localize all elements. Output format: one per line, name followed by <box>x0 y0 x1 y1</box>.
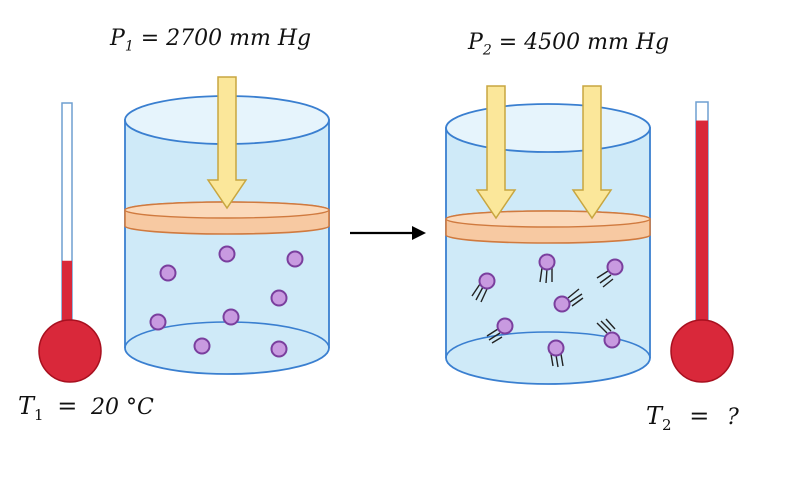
molecule <box>218 245 236 263</box>
left-temp-value: 20 °C <box>90 395 154 420</box>
left-temp-sub: 1 <box>34 405 44 424</box>
moving-molecule <box>538 253 556 284</box>
left-thermometer-bulb <box>38 319 102 383</box>
right-piston-top <box>445 210 651 228</box>
left-temp-symbol: T <box>18 392 35 420</box>
right-temp-symbol: T <box>646 402 663 430</box>
moving-molecule <box>486 317 514 344</box>
right-cylinder-top <box>445 103 651 153</box>
molecule <box>193 337 211 355</box>
right-pressure-arrow-2 <box>571 85 613 220</box>
transition-arrow <box>350 226 426 240</box>
left-molecules <box>149 245 304 358</box>
right-thermometer-liquid <box>696 120 708 334</box>
moving-molecule <box>596 318 621 349</box>
right-pressure-label: P2 = 4500 mm Hg <box>468 30 669 58</box>
right-temp-value: ? <box>726 405 739 430</box>
right-pressure-value: = 4500 mm Hg <box>498 30 670 55</box>
right-pressure-sub: 2 <box>482 42 492 59</box>
left-temp-equals: = <box>57 392 78 420</box>
moving-molecule <box>553 288 584 313</box>
right-pressure-arrow-1 <box>475 85 517 220</box>
right-temperature-label: T2 = ? <box>646 402 739 434</box>
left-temperature-label: T1 = 20 °C <box>18 392 154 424</box>
right-thermometer <box>670 101 734 383</box>
right-pressure-symbol: P <box>468 30 483 55</box>
left-pressure-sub: 1 <box>124 38 134 55</box>
left-pressure-symbol: P <box>110 26 125 51</box>
left-pressure-label: P1 = 2700 mm Hg <box>110 26 311 54</box>
right-temp-sub: 2 <box>662 415 672 434</box>
right-cylinder-bottom-arc <box>445 331 651 359</box>
right-molecules <box>471 253 624 368</box>
left-pressure-arrow <box>206 76 248 210</box>
left-pressure-value: = 2700 mm Hg <box>140 26 312 51</box>
left-thermometer <box>38 102 102 383</box>
moving-molecule <box>471 272 496 303</box>
molecule <box>270 289 288 307</box>
moving-molecule <box>547 339 565 368</box>
moving-molecule <box>596 258 624 288</box>
molecule <box>159 264 177 282</box>
molecule <box>222 308 240 326</box>
right-thermometer-bulb <box>670 319 734 383</box>
right-cylinder <box>445 85 651 385</box>
molecule <box>286 250 304 268</box>
left-cylinder <box>124 76 330 375</box>
left-thermometer-liquid <box>62 260 72 335</box>
molecule <box>270 340 288 358</box>
right-temp-equals: = <box>689 402 710 430</box>
molecule <box>149 313 167 331</box>
